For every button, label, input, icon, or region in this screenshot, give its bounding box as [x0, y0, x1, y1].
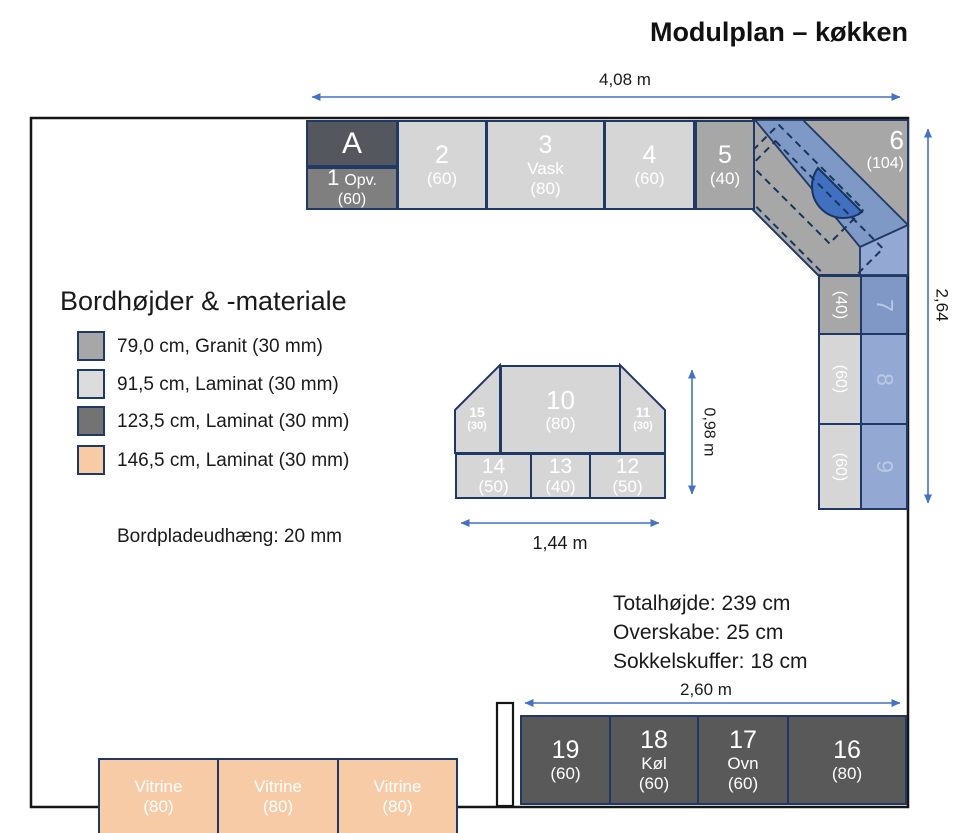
- legend-item-granit: 79,0 cm, Granit (30 mm): [117, 336, 323, 357]
- module-6-label: 6 (104): [866, 125, 904, 172]
- dim-label-island-width: 1,44 m: [532, 533, 588, 553]
- island-module-13: 13 (40): [530, 453, 591, 499]
- module-17: 17 Ovn (60): [697, 715, 789, 805]
- dim-label-bottom: 2,60 m: [680, 680, 732, 699]
- module-2: 2 (60): [397, 120, 487, 210]
- legend-item-laminat-light: 91,5 cm, Laminat (30 mm): [117, 374, 339, 395]
- island-module-11-label: 11 (30): [633, 404, 653, 432]
- module-5: 5 (40): [695, 120, 755, 210]
- module-3: 3 Vask (80): [486, 120, 605, 210]
- door-post: [495, 701, 515, 808]
- module-8: 8: [860, 333, 908, 425]
- vitrine-1: Vitrine (80): [98, 758, 219, 833]
- module-A-label: A: [341, 126, 362, 160]
- module-8-depth: (60): [818, 333, 862, 425]
- dim-label-island-depth: 0,98 m: [700, 407, 718, 457]
- module-18: 18 Køl (60): [609, 715, 699, 805]
- legend-note: Bordpladeudhæng: 20 mm: [117, 526, 342, 547]
- legend-heading: Bordhøjder & -materiale: [60, 286, 347, 316]
- legend-item-laminat-dark: 123,5 cm, Laminat (30 mm): [117, 411, 350, 432]
- module-1: 1 Opv. (60): [306, 167, 398, 210]
- module-16: 16 (80): [787, 715, 907, 805]
- room-outline: [29, 116, 910, 809]
- dim-label-top: 4,08 m: [599, 70, 651, 89]
- module-19: 19 (60): [520, 715, 611, 805]
- legend-swatch-laminat-dark: [77, 406, 105, 436]
- corner-worktop-front: [859, 223, 909, 276]
- module-7: 7: [860, 275, 908, 335]
- appliance-outline-upper: [743, 123, 865, 245]
- annotation-upper-cabinets: Overskabe: 25 cm: [613, 621, 784, 644]
- module-9-depth: (60): [818, 423, 862, 510]
- annotation-plinth-drawers: Sokkelskuffer: 18 cm: [613, 650, 808, 673]
- module-4: 4 (60): [604, 120, 695, 210]
- module-A: A: [306, 120, 398, 167]
- island-module-14: 14 (50): [455, 453, 532, 499]
- island-module-15-label: 15 (30): [467, 404, 487, 432]
- legend-swatch-laminat-light: [77, 369, 105, 399]
- vitrine-3: Vitrine (80): [337, 758, 458, 833]
- island-module-12: 12 (50): [589, 453, 666, 499]
- dim-label-right: 2,64: [933, 288, 952, 322]
- page-title: Modulplan – køkken: [649, 17, 908, 47]
- legend-item-laminat-peach: 146,5 cm, Laminat (30 mm): [117, 450, 350, 471]
- annotation-total-height: Totalhøjde: 239 cm: [613, 592, 791, 615]
- module-7-depth: (40): [818, 275, 862, 335]
- island-module-10: 10 (80): [500, 365, 621, 454]
- vitrine-2: Vitrine (80): [217, 758, 339, 833]
- legend-swatch-granit: [77, 331, 105, 361]
- module-1-title: 1 Opv.: [327, 165, 377, 190]
- legend-swatch-laminat-peach: [77, 445, 105, 475]
- module-9: 9: [860, 423, 908, 510]
